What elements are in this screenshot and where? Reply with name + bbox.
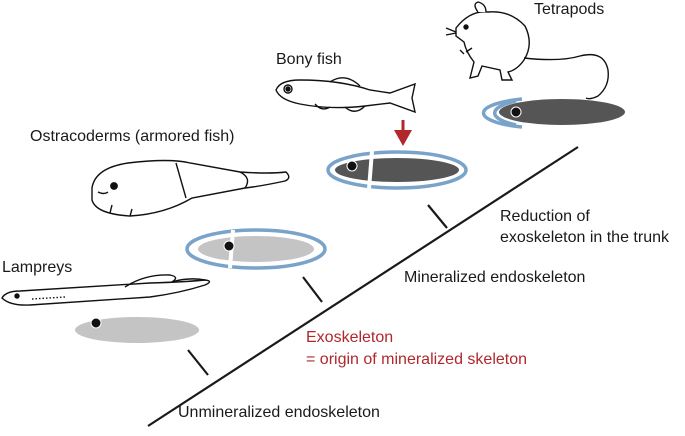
reduction-label-line1: Reduction of <box>500 208 590 225</box>
reduction-label-line2: exoskeleton in the trunk <box>500 229 669 246</box>
ostracoderm-cross-section <box>185 228 327 270</box>
exoskeleton-arrow-icon <box>394 120 412 146</box>
main-axis-line <box>147 146 579 427</box>
exoskeleton-label-line1: Exoskeleton <box>306 329 394 346</box>
bony-fish-cross-section <box>326 150 468 190</box>
tick-reduction <box>427 204 448 229</box>
tick-unmineralized <box>187 349 209 376</box>
tick-exoskeleton <box>302 276 323 303</box>
ostracoderm-illustration <box>91 159 290 217</box>
lampreys-label: Lampreys <box>2 259 73 276</box>
exoskeleton-label-line2: = origin of mineralized skeleton <box>306 351 528 368</box>
tetrapod-illustration <box>445 1 609 100</box>
unmineralized-label: Unmineralized endoskeleton <box>178 404 380 421</box>
bony-fish-label: Bony fish <box>276 51 342 68</box>
lamprey-illustration <box>1 274 211 306</box>
bony-fish-illustration <box>275 77 416 114</box>
ostracoderms-label: Ostracoderms (armored fish) <box>30 128 235 145</box>
tetrapods-label: Tetrapods <box>534 1 605 18</box>
mineralized-label: Mineralized endoskeleton <box>404 269 586 286</box>
lamprey-cross-section <box>75 317 199 343</box>
tetrapod-cross-section <box>481 97 625 129</box>
